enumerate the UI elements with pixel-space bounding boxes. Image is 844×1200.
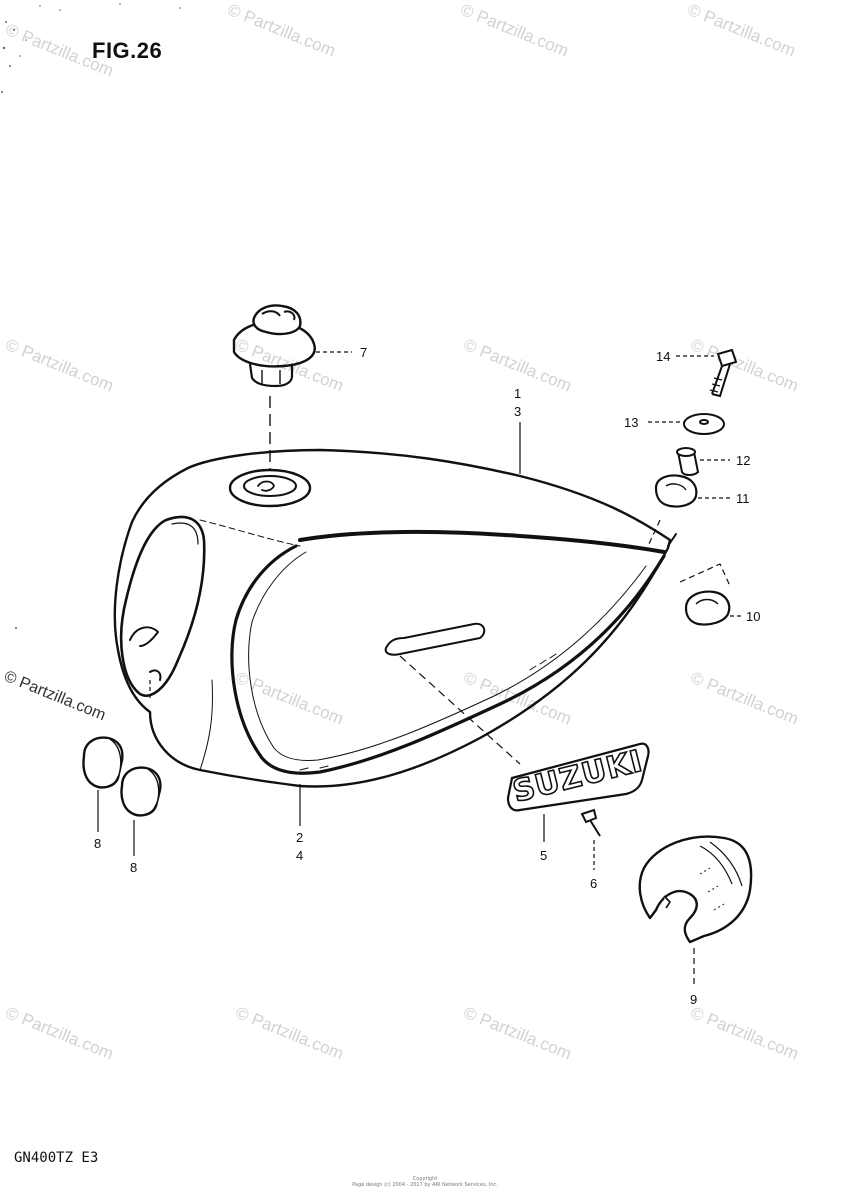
rear-cushion-part xyxy=(654,474,698,508)
callout-7: 7 xyxy=(360,345,367,360)
callout-13: 13 xyxy=(624,415,638,430)
callout-1: 1 xyxy=(514,386,521,401)
copyright-notice: Copyright Page design (c) 2004 - 2017 by… xyxy=(300,1176,550,1188)
figure-title: FIG.26 xyxy=(92,38,163,63)
model-code: GN400TZ E3 xyxy=(14,1150,99,1166)
callout-3: 3 xyxy=(514,404,521,419)
tank-cover-part xyxy=(638,835,753,944)
fuel-tank-part xyxy=(113,448,677,788)
callout-10: 10 xyxy=(746,609,760,624)
bolt-part xyxy=(709,348,738,398)
callout-5: 5 xyxy=(540,848,547,863)
front-cushion-part xyxy=(120,766,162,817)
callout-11: 11 xyxy=(736,491,750,506)
leader-lines xyxy=(97,351,742,988)
callout-9: 9 xyxy=(690,992,697,1007)
callout-12: 12 xyxy=(736,453,750,468)
callout-8: 8 xyxy=(94,836,101,851)
callout-2: 2 xyxy=(296,830,303,845)
fuel-cap-part xyxy=(232,304,316,388)
callout-6: 6 xyxy=(590,876,597,891)
damper-part xyxy=(684,590,731,626)
callout-numbers: 1 3 7 14 13 12 11 10 2 4 5 6 8 8 9 xyxy=(94,345,760,1007)
washer-part xyxy=(683,413,725,435)
scan-noise xyxy=(1,3,181,629)
copyright-line: Copyright xyxy=(412,1176,438,1182)
copyright-line: Page design (c) 2004 - 2017 by ARI Netwo… xyxy=(352,1182,498,1188)
collar-part xyxy=(676,447,700,476)
emblem-part: SUZUKI xyxy=(506,742,650,812)
callout-14: 14 xyxy=(656,349,670,364)
callout-4: 4 xyxy=(296,848,303,863)
screw-part xyxy=(580,808,601,837)
callout-8: 8 xyxy=(130,860,137,875)
front-cushion-part xyxy=(82,736,124,789)
